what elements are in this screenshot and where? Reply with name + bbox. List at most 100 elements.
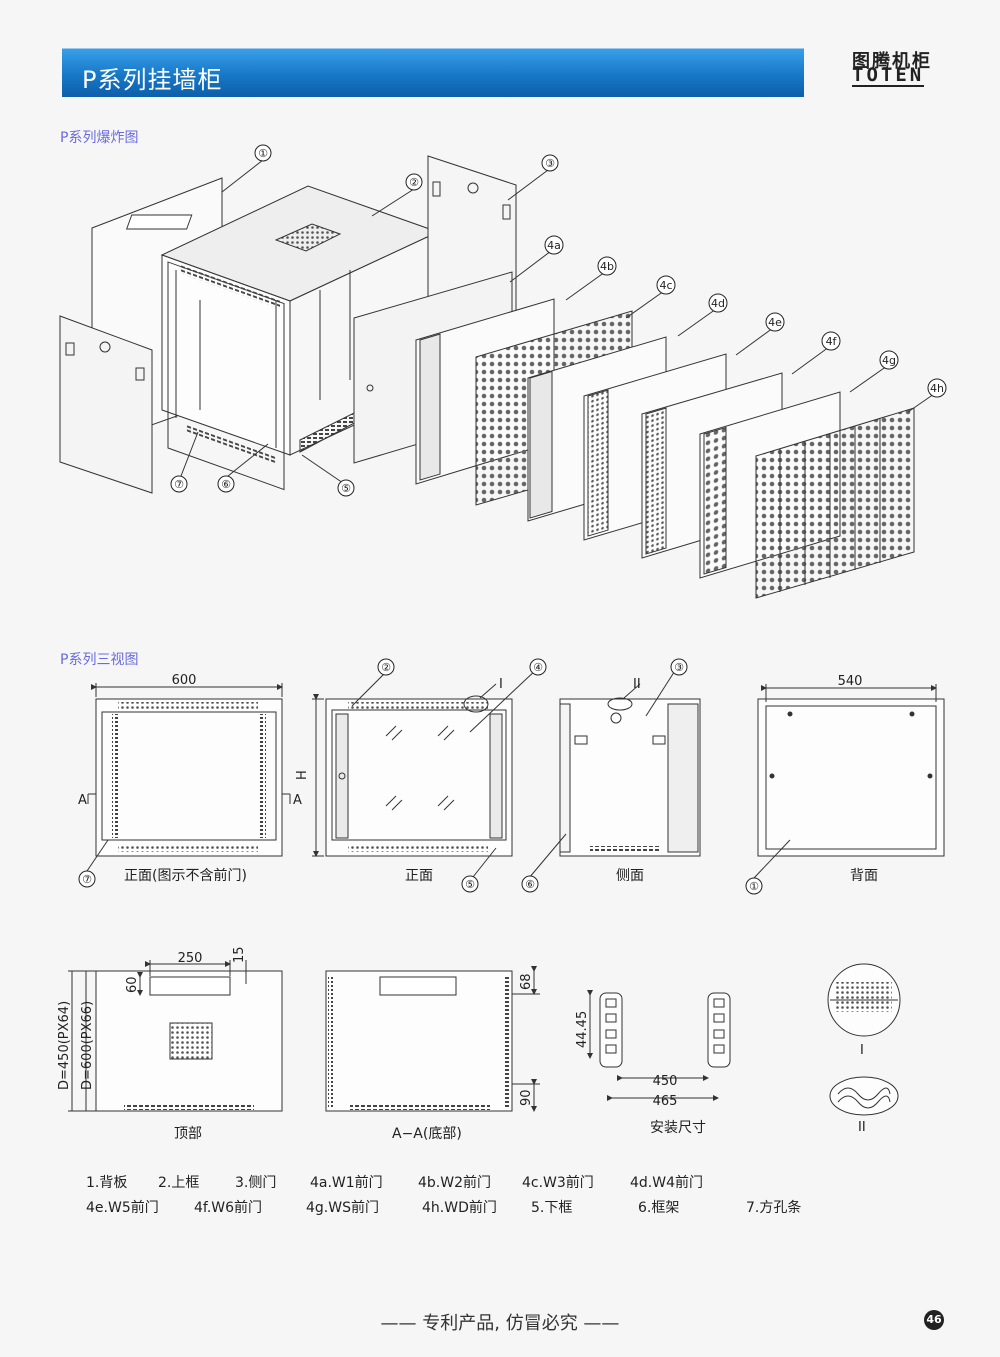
caption-back: 背面 xyxy=(850,868,878,884)
dim-top-slot-depth: 60 xyxy=(125,976,140,993)
legend-item: 4b.W2前门 xyxy=(418,1175,491,1191)
view-callout-3-text: ③ xyxy=(674,661,684,674)
detail-two-ellipse xyxy=(829,1076,899,1116)
view-callout-2: ② xyxy=(377,658,395,676)
three-view-drawings xyxy=(68,665,945,1116)
legend-item: 4e.W5前门 xyxy=(86,1200,159,1216)
view-callout-5: ⑤ xyxy=(461,875,479,893)
callout-3-text: ③ xyxy=(545,157,555,170)
callout-7: ⑦ xyxy=(170,475,188,493)
dim-depth-px66: D=600(PX66) xyxy=(80,1001,95,1090)
callout-4b: 4b xyxy=(597,256,617,276)
callout-4b-text: 4b xyxy=(600,260,614,273)
brand-logo-en: TOTEN xyxy=(852,64,925,87)
dim-top-slot-width: 250 xyxy=(178,951,203,966)
caption-mounting: 安装尺寸 xyxy=(650,1120,706,1136)
dim-section-left: A xyxy=(78,793,87,808)
page-number: 46 xyxy=(924,1310,944,1330)
legend-item: 2.上框 xyxy=(158,1175,200,1191)
legend-item: 7.方孔条 xyxy=(746,1200,802,1216)
front-no-door-outline xyxy=(95,698,283,857)
exploded-section-title: P系列爆炸图 xyxy=(60,130,139,146)
legend-item: 4g.WS前门 xyxy=(306,1200,379,1216)
view-callout-2-text: ② xyxy=(381,661,391,674)
dim-detail-one-label: I xyxy=(860,1043,864,1058)
callout-6-text: ⑥ xyxy=(221,478,231,491)
exploded-callouts: ① ② ③ 4a 4b 4c 4d 4e 4f 4g 4h ⑦ ⑥ ⑤ xyxy=(170,144,947,497)
view-callout-7-text: ⑦ xyxy=(82,873,92,886)
callout-6: ⑥ xyxy=(217,475,235,493)
dim-section-bottom: 90 xyxy=(519,1089,534,1106)
door-4h-shape xyxy=(755,407,915,599)
legend-item: 4d.W4前门 xyxy=(630,1175,703,1191)
dim-detail-two-side: II xyxy=(633,677,641,692)
dim-section-top: 68 xyxy=(519,973,534,990)
callout-4a-text: 4a xyxy=(547,239,561,252)
callout-1-text: ① xyxy=(258,147,268,160)
dim-pitch: 44.45 xyxy=(575,1011,590,1048)
title-bar xyxy=(62,48,804,97)
view-callout-1-text: ① xyxy=(749,880,759,893)
callout-4d: 4d xyxy=(708,293,728,313)
dim-section-right: A xyxy=(293,793,302,808)
callout-4e: 4e xyxy=(765,312,785,332)
legend-item: 4a.W1前门 xyxy=(310,1175,383,1191)
legend-item: 1.背板 xyxy=(86,1175,128,1191)
legend-item: 4f.W6前门 xyxy=(194,1200,263,1216)
view-callout-5-text: ⑤ xyxy=(465,878,475,891)
callout-4h-text: 4h xyxy=(930,382,944,395)
callout-4f: 4f xyxy=(821,331,841,351)
callout-4g-text: 4g xyxy=(882,354,896,367)
legend-item: 4c.W3前门 xyxy=(522,1175,594,1191)
three-view-section-title: P系列三视图 xyxy=(60,652,139,668)
view-callout-6-text: ⑥ xyxy=(525,878,535,891)
caption-section-aa: A−A(底部) xyxy=(392,1126,462,1142)
legend-item: 3.侧门 xyxy=(235,1175,277,1191)
back-outline xyxy=(757,698,945,857)
page-title: P系列挂墙柜 xyxy=(82,66,223,94)
view-callout-3: ③ xyxy=(670,658,688,676)
legend-item: 6.框架 xyxy=(638,1200,680,1216)
dim-width: 600 xyxy=(172,673,197,688)
caption-top: 顶部 xyxy=(174,1126,202,1142)
callout-5-text: ⑤ xyxy=(341,482,351,495)
dimension-labels: 600 540 A A H I II 250 15 60 D=450(PX64)… xyxy=(57,673,866,1135)
dim-depth-px64: D=450(PX64) xyxy=(57,1001,72,1090)
callout-4a: 4a xyxy=(544,235,564,255)
callout-4h: 4h xyxy=(927,378,947,398)
footer-slogan: —— 专利产品, 仿冒必究 —— xyxy=(380,1313,620,1334)
dim-back-width: 540 xyxy=(838,674,863,689)
legend-item: 5.下框 xyxy=(531,1200,573,1216)
dim-height: H xyxy=(295,770,310,780)
callout-4f-text: 4f xyxy=(826,335,838,348)
exploded-view xyxy=(59,155,935,599)
caption-side: 侧面 xyxy=(616,868,644,884)
view-callout-1: ① xyxy=(745,877,763,895)
callout-5: ⑤ xyxy=(337,479,355,497)
callout-7-text: ⑦ xyxy=(174,478,184,491)
callout-1: ① xyxy=(254,144,272,162)
dim-mount-outer: 465 xyxy=(653,1094,678,1109)
view-callout-7: ⑦ xyxy=(78,870,96,888)
callout-4d-text: 4d xyxy=(711,297,725,310)
caption-front-no-door: 正面(图示不含前门) xyxy=(124,868,247,884)
dim-top-offset: 15 xyxy=(232,946,247,963)
callout-4g: 4g xyxy=(879,350,899,370)
legend-item: 4h.WD前门 xyxy=(422,1200,497,1216)
dim-detail-two-label: II xyxy=(858,1120,866,1135)
dim-detail-one-front: I xyxy=(499,677,503,692)
view-callouts: ⑦ ② ④ ⑤ ③ ⑥ ① xyxy=(78,658,763,895)
front-outline xyxy=(325,698,513,857)
callout-4e-text: 4e xyxy=(768,316,782,329)
side-door-left-shape xyxy=(59,315,153,494)
caption-front: 正面 xyxy=(405,868,433,884)
dim-mount-inner: 450 xyxy=(653,1074,678,1089)
view-callout-6: ⑥ xyxy=(521,875,539,893)
view-callout-4-text: ④ xyxy=(533,661,543,674)
callout-4c: 4c xyxy=(656,275,676,295)
callout-3: ③ xyxy=(541,154,559,172)
callout-2: ② xyxy=(405,173,423,191)
view-callout-4: ④ xyxy=(529,658,547,676)
brand-name-cn: 图腾机柜 xyxy=(852,51,932,72)
